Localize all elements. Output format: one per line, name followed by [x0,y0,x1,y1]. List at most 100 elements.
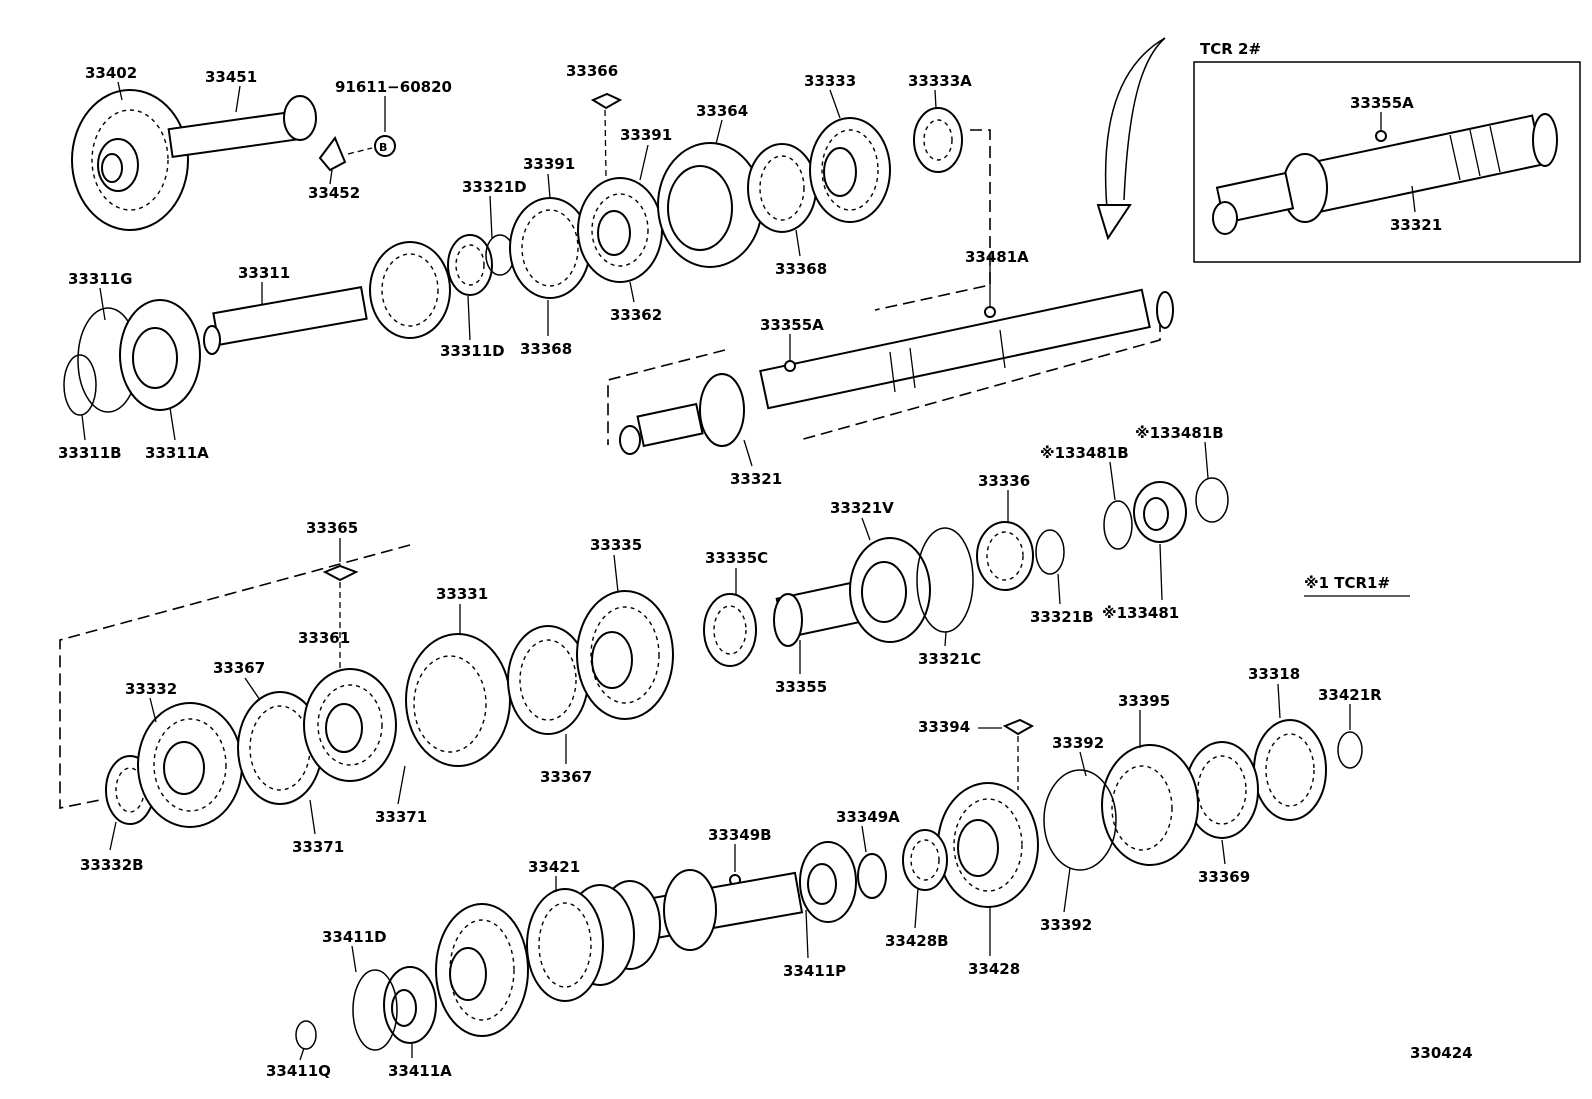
label-33321D: 33321D [462,178,527,196]
label-33361: 33361 [298,629,350,647]
group-middle-row: 33365 33332B 33332 33367 33371 33361 333… [59,472,1410,874]
label-33321-main: 33321 [730,470,782,488]
ring-33392 [1043,769,1117,871]
washer-33349A [857,853,887,899]
inset-tcr2: TCR 2# 33355A 33321 [1096,37,1581,263]
label-33371-b: 33371 [375,808,427,826]
label-33411D: 33411D [322,928,387,946]
arrow-head-icon [1096,204,1132,241]
shaft-33451 [167,109,303,159]
shaft-33321 [759,288,1151,410]
group-main-shaft: 33355A 33481A 33321 [607,248,1174,488]
footnote-tcr1: ※1 TCR1# [1304,574,1390,592]
label-33321V: 33321V [830,499,894,517]
label-33371-a: 33371 [292,838,344,856]
label-33321C: 33321C [918,650,981,668]
bearing-33428B [902,829,948,891]
snapring-33411D [352,969,398,1051]
gear-33318 [1253,719,1327,821]
label-33362: 33362 [610,306,662,324]
bearing-33333A [913,107,963,173]
diagram-id: 330424 [1410,1044,1473,1062]
group-counter-shaft: 33318 33421R 33369 33395 33392 33392 333… [266,665,1382,1080]
label-33318: 33318 [1248,665,1300,683]
label-33349A: 33349A [836,808,900,826]
label-133481B-b: ※133481B [1135,424,1224,442]
label-33311A: 33311A [145,444,209,462]
group-top-left: 33402 33451 91611−60820 B 33452 [71,64,452,231]
label-33367-a: 33367 [213,659,265,677]
label-33369: 33369 [1198,868,1250,886]
oring-33355A-inset [1375,130,1387,142]
label-33332B: 33332B [80,856,144,874]
gear-33311 [369,241,451,339]
group-nut-133481: ※133481B ※133481B ※133481 [1040,424,1229,622]
inset-frame [1193,61,1581,263]
bearing-33335C [703,593,757,667]
snapring-33411Q [295,1020,317,1050]
label-33451: 33451 [205,68,257,86]
label-33421: 33421 [528,858,580,876]
label-33311: 33311 [238,264,290,282]
label-33421R: 33421R [1318,686,1382,704]
label-33391-b: 33391 [620,126,672,144]
oring-33481A [984,306,996,318]
snapring-33421R [1337,731,1363,769]
oring-33355A-main [784,360,796,372]
label-33394: 33394 [918,718,970,736]
bearing-33311D [447,234,493,296]
label-33335: 33335 [590,536,642,554]
label-33355A-main: 33355A [760,316,824,334]
group-synchro-33362: 33368 33391 33362 33391 33366 33364 3336… [509,62,991,358]
label-33349B: 33349B [708,826,772,844]
bolt-91611-icon [374,135,396,157]
key-33366 [590,92,623,110]
snapring-33321C [916,527,974,633]
key-33365 [322,564,359,582]
label-33411A: 33411A [388,1062,452,1080]
label-33428: 33428 [968,960,1020,978]
label-133481: ※133481 [1102,604,1179,622]
snapring-33311B [63,354,97,416]
label-33391-a: 33391 [523,155,575,173]
label-33481A: 33481A [965,248,1029,266]
label-33368-b: 33368 [775,260,827,278]
label-33336: 33336 [978,472,1030,490]
inset-title: TCR 2# [1200,40,1261,58]
label-33333A: 33333A [908,72,972,90]
label-33428B: 33428B [885,932,949,950]
snapring-33321B [1035,529,1065,575]
label-33332: 33332 [125,680,177,698]
shaft-33311 [212,286,368,346]
label-91611: 91611−60820 [335,78,452,96]
label-133481B-a: ※133481B [1040,444,1129,462]
label-33368-a: 33368 [520,340,572,358]
label-33411Q: 33411Q [266,1062,331,1080]
label-33367-b: 33367 [540,768,592,786]
gear-33336 [976,521,1034,591]
label-33311D: 33311D [440,342,505,360]
label-33355A-inset: 33355A [1350,94,1414,112]
label-33331: 33331 [436,585,488,603]
snapring-133481B-a [1103,500,1133,550]
label-33355: 33355 [775,678,827,696]
sleeve-33395 [1101,744,1199,866]
label-33321-inset: 33321 [1390,216,1442,234]
inset-shaft-33321 [1212,113,1558,235]
label-33395: 33395 [1118,692,1170,710]
label-33392-a: 33392 [1052,734,1104,752]
ring-33368-b [747,143,817,233]
label-33366: 33366 [566,62,618,80]
curved-arrow-icon [1104,37,1166,221]
key-33394 [1002,718,1035,736]
label-33321B: 33321B [1030,608,1094,626]
label-33333: 33333 [804,72,856,90]
plate-33452 [318,136,347,172]
label-33311B: 33311B [58,444,122,462]
label-33402: 33402 [85,64,137,82]
label-33452: 33452 [308,184,360,202]
label-33364: 33364 [696,102,748,120]
sleeve-33331 [405,633,511,767]
label-33411P: 33411P [783,962,846,980]
